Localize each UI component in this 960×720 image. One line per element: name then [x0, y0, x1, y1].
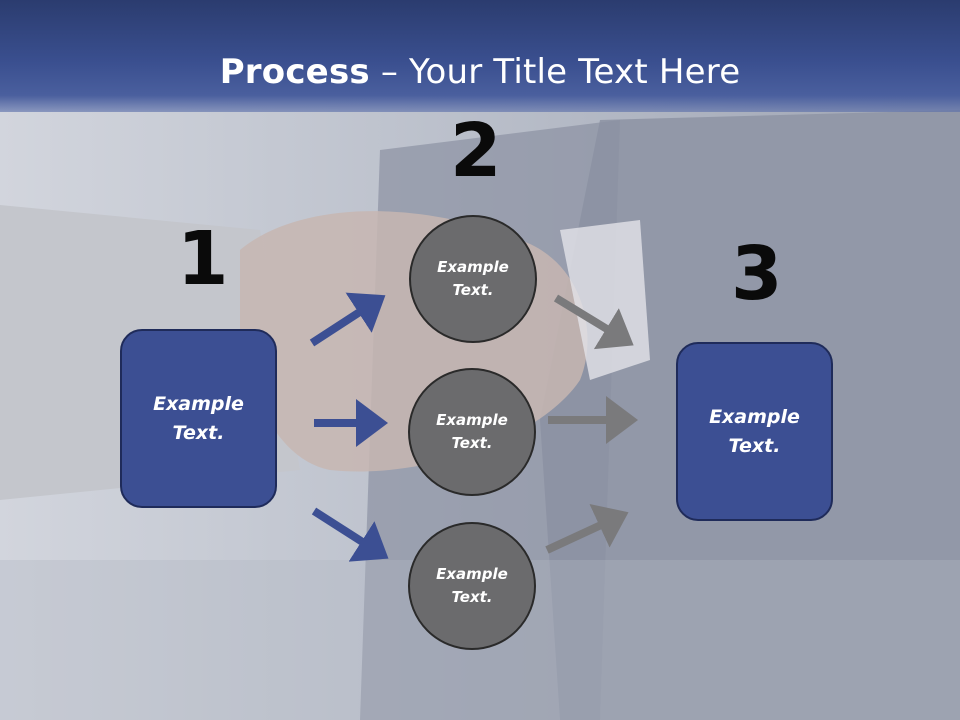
title-bold-word: Process [219, 52, 370, 92]
title-rest: – Your Title Text Here [369, 52, 741, 92]
step-number-1: 1 [177, 216, 229, 302]
title-bar [0, 0, 960, 112]
step-2-circle-bottom[interactable]: Example Text. [408, 522, 536, 650]
circle-text: Example Text. [437, 258, 509, 299]
arrow-from-bottom-circle [545, 503, 629, 554]
step-3-box-text: Example Text. [709, 405, 800, 457]
step-number-2: 2 [450, 108, 502, 194]
arrow-to-bottom-circle [311, 507, 389, 562]
arrow-from-top-circle [553, 294, 634, 350]
circle-text: Example Text. [436, 565, 508, 606]
step-1-box[interactable]: Example Text. [120, 329, 277, 508]
step-2-circle-top[interactable]: Example Text. [409, 215, 537, 343]
step-number-3: 3 [731, 231, 783, 317]
step-2-circle-middle[interactable]: Example Text. [408, 368, 536, 496]
slide-title: Process – Your Title Text Here [0, 52, 960, 92]
circle-text: Example Text. [436, 411, 508, 452]
arrow-to-top-circle [309, 292, 386, 347]
step-1-box-text: Example Text. [153, 392, 244, 444]
step-3-box[interactable]: Example Text. [676, 342, 833, 521]
